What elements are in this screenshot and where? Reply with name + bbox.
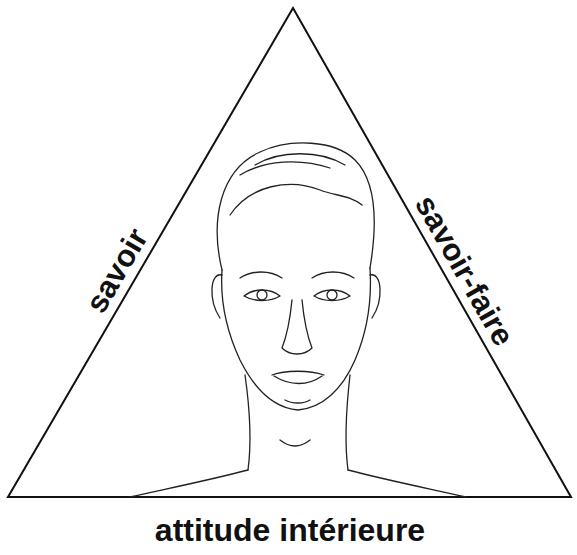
side-label: savoir-faire <box>410 190 520 351</box>
triangle-outline <box>8 8 571 497</box>
face-drawing <box>130 143 466 497</box>
side-label: savoir <box>81 223 154 318</box>
base-label: attitude intérieure <box>155 514 425 546</box>
